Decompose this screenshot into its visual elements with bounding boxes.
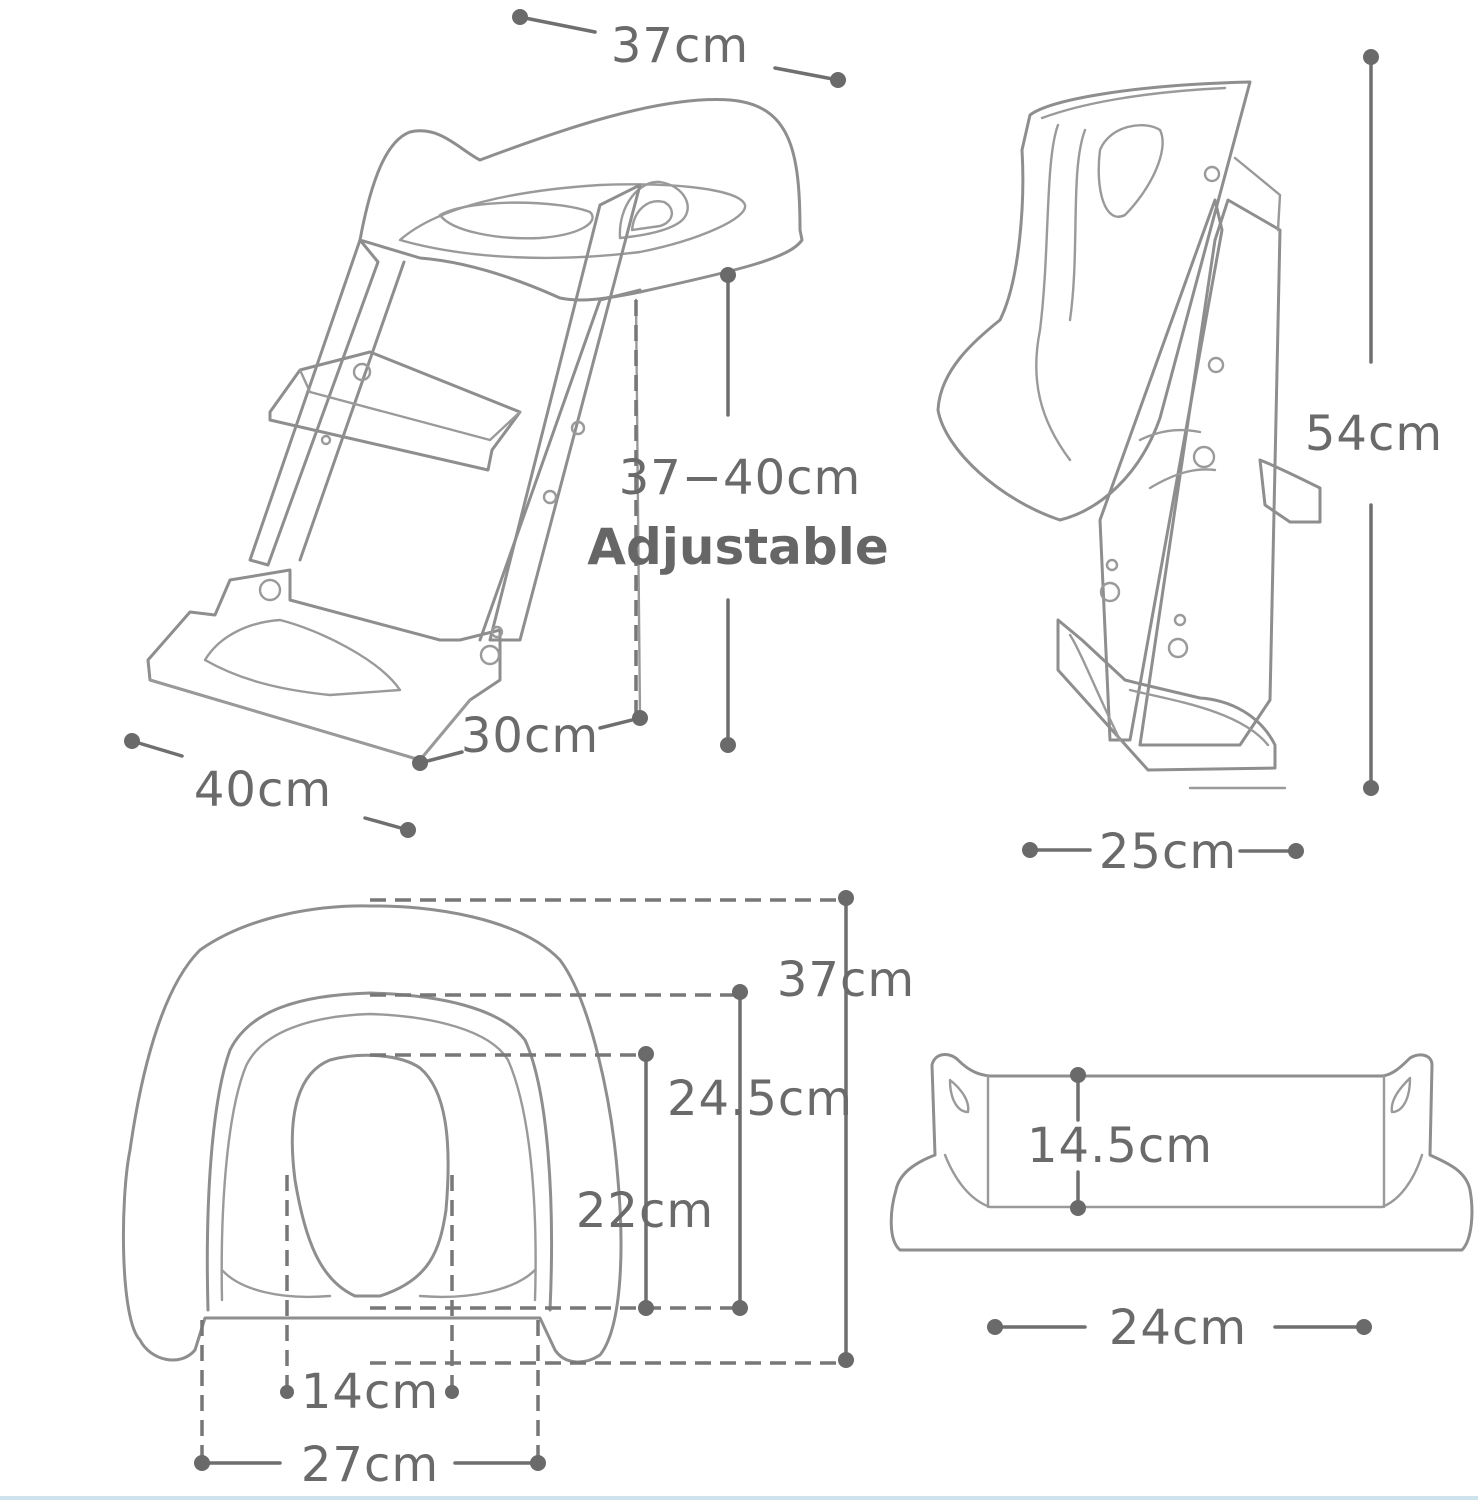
perspective-view	[146, 98, 804, 762]
step-grip-right	[1390, 1076, 1412, 1114]
left-rail	[248, 238, 380, 567]
adjustable-label: Adjustable	[587, 518, 888, 576]
seat-hole-wing-left	[220, 1268, 332, 1299]
step-dimensions: 14.5cm 24cm	[987, 1067, 1372, 1356]
side-view	[936, 80, 1322, 790]
side-depth-dim-dot-right	[1288, 843, 1304, 859]
seat-inner-rim	[220, 1012, 537, 1302]
side-screw-3	[1099, 581, 1121, 603]
step-outer-outline	[889, 1053, 1474, 1252]
hole-dim-dot-top	[638, 1046, 654, 1062]
total-height-label: 54cm	[1305, 406, 1443, 462]
bottom-edge-rule	[0, 1496, 1478, 1500]
step-width-dim-dot-right	[1356, 1319, 1372, 1335]
height-dim-dot-bottom	[720, 737, 736, 753]
base-width-dim-dot-left	[124, 733, 140, 749]
seat-outer-length-label: 37cm	[777, 952, 915, 1008]
side-screw-5	[1105, 558, 1119, 572]
total-height-dim-dot-bottom	[1363, 780, 1379, 796]
seat-hole-wing-right	[418, 1268, 537, 1299]
base-footplate	[203, 618, 402, 697]
seat-width-dim-dot-left	[512, 9, 528, 25]
step-depth-dim-dot-top	[1070, 1067, 1086, 1083]
side-screw-1	[1207, 356, 1225, 374]
seat-inner-dim-dot-bottom	[732, 1300, 748, 1316]
base-width-label: 40cm	[194, 762, 332, 818]
depth-dim-dot-left	[412, 755, 428, 771]
height-adjust-label: 37−40cm	[619, 450, 862, 506]
back-support	[634, 298, 642, 720]
seat-inner-dim-dot-top	[732, 984, 748, 1000]
step-grip-left	[948, 1078, 970, 1114]
side-depth-label: 25cm	[1099, 824, 1237, 880]
hinge-screw	[1203, 165, 1221, 183]
folded-rail-back	[1138, 198, 1282, 747]
left-rail-inner	[298, 260, 406, 562]
height-dim-dot-top	[720, 267, 736, 283]
seat-outer-outline	[121, 904, 623, 1364]
hole-width-dim-dot-right	[445, 1385, 459, 1399]
base-width-dim-line-left	[130, 739, 184, 758]
side-screw-2	[1192, 445, 1216, 469]
side-dimensions: 54cm 25cm	[1022, 49, 1443, 880]
seat-dimensions: 37cm 24.5cm 22cm 14cm 27cm	[194, 890, 915, 1493]
seat-handle	[618, 180, 689, 240]
seat-inner-outline	[205, 991, 554, 1312]
hole-dim-dot-bottom	[638, 1300, 654, 1316]
seat-handle-hole	[630, 200, 673, 232]
side-depth-dim-dot-left	[1022, 842, 1038, 858]
seat-top-view	[121, 904, 623, 1364]
step-screw	[352, 362, 372, 382]
step-inner-tread	[943, 1153, 1424, 1209]
side-step-curve	[1138, 428, 1217, 490]
folded-handle-hole	[1097, 123, 1164, 218]
step-depth-dim-dot-bottom	[1070, 1200, 1086, 1216]
side-base-inner	[1068, 633, 1270, 747]
seat-inner-length-label: 24.5cm	[667, 1071, 853, 1127]
total-height-dim-dot-top	[1363, 49, 1379, 65]
hole-length-label: 22cm	[576, 1183, 714, 1239]
side-base	[1056, 618, 1277, 772]
hole-width-dim-dot-left	[280, 1385, 294, 1399]
seat-width-dim-line-left	[518, 15, 597, 34]
side-screw-6	[1173, 613, 1187, 627]
rail-screw-2	[542, 489, 558, 505]
seat-ring-inner	[398, 183, 747, 260]
perspective-dimensions: 37cm 37−40cm Adjustable 30cm 40cm	[124, 9, 889, 838]
seat-hole-outline	[290, 1053, 450, 1298]
depth-dim-dot-right	[632, 710, 648, 726]
seat-width-top-label: 37cm	[611, 18, 749, 74]
folded-seat-inner	[1035, 86, 1227, 462]
hole-width-label: 14cm	[301, 1364, 439, 1420]
seat-outer-dim-dot-bottom	[838, 1352, 854, 1368]
seat-width-dim-dot-right	[830, 72, 846, 88]
base-screw-left	[258, 578, 282, 602]
right-rail-back	[478, 288, 642, 642]
seat-ring-outline	[358, 98, 804, 302]
middle-step-front	[298, 368, 522, 442]
base-screw-right	[479, 644, 501, 666]
base-width-dim-dot-right	[400, 822, 416, 838]
step-width-dim-dot-left	[987, 1319, 1003, 1335]
base-depth-label: 30cm	[461, 708, 599, 764]
base-screw-right-2	[490, 625, 504, 639]
step-depth-label: 14.5cm	[1027, 1118, 1213, 1174]
step-top-view	[889, 1053, 1474, 1252]
seat-inner-width-label: 27cm	[301, 1437, 439, 1493]
seat-inner-width-dim-dot-right	[530, 1455, 546, 1471]
step-width-label: 24cm	[1109, 1300, 1247, 1356]
seat-hole	[438, 201, 594, 240]
side-screw-4	[1167, 637, 1189, 659]
rail-screw-1	[570, 420, 586, 436]
seat-outer-dim-dot-top	[838, 890, 854, 906]
rail-screw-3	[320, 434, 332, 446]
seat-width-dim-line-right	[773, 66, 840, 82]
middle-step	[268, 350, 522, 472]
right-rail	[488, 183, 642, 642]
folded-rail-edge	[1233, 156, 1282, 232]
side-step-tab	[1258, 458, 1322, 524]
folded-seat-outline	[936, 80, 1252, 522]
seat-inner-width-dim-dot-left	[194, 1455, 210, 1471]
